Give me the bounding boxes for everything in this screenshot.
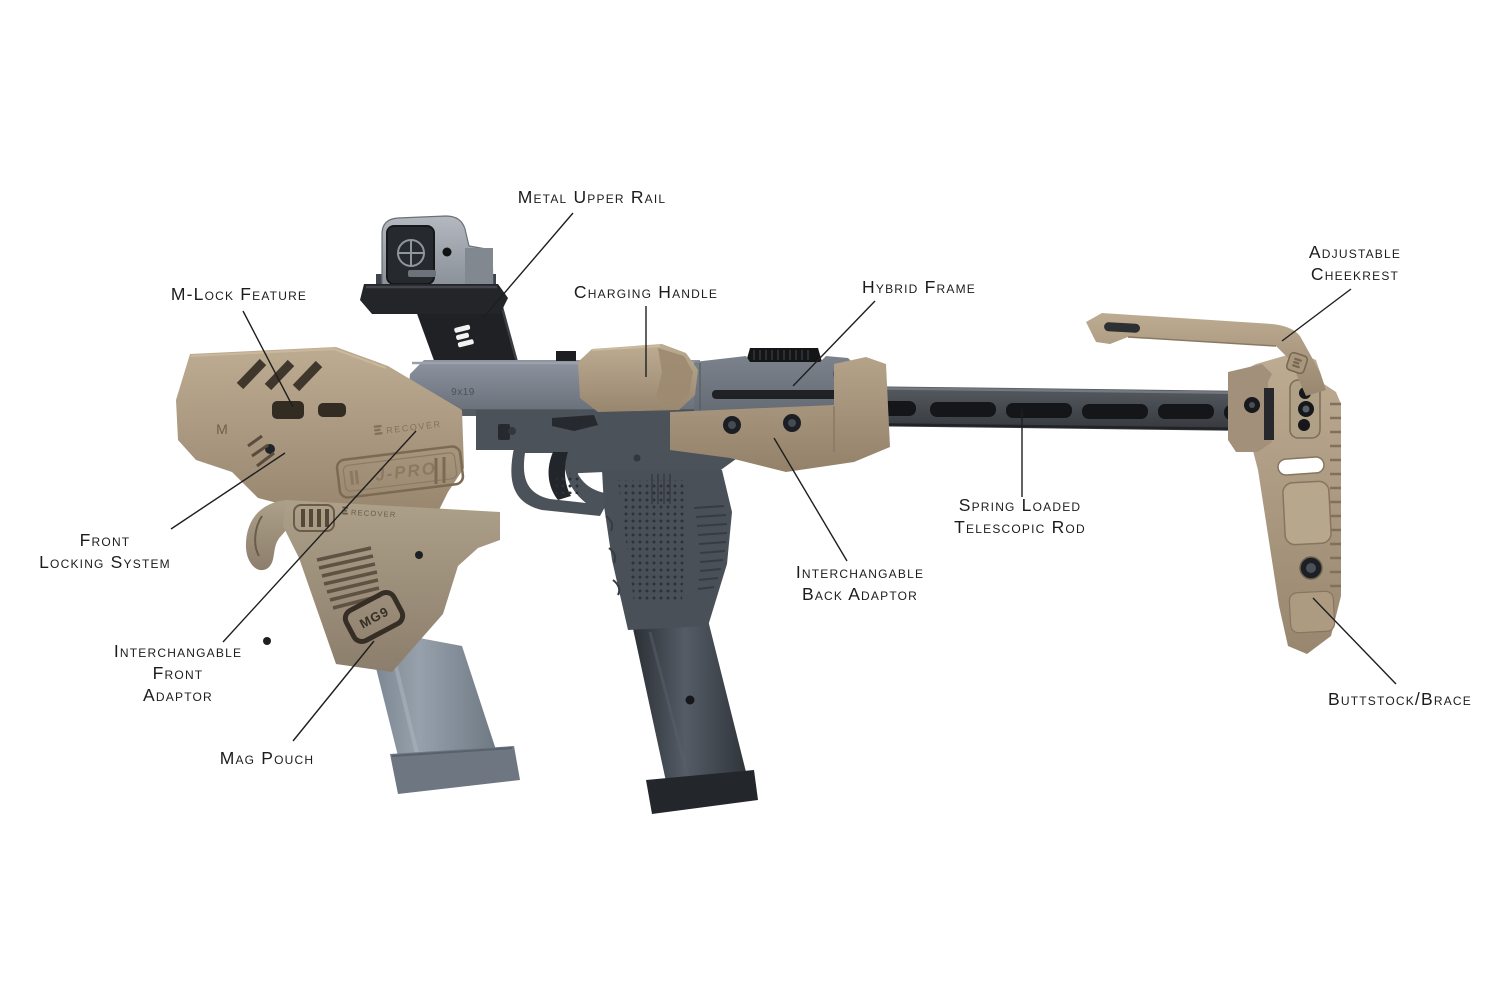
chassis-vents — [236, 358, 323, 392]
label-line: Metal Upper Rail — [517, 187, 667, 207]
buttstock — [1086, 313, 1341, 654]
label-line: Hybrid Frame — [862, 277, 976, 297]
grip-stippling — [618, 480, 688, 602]
label-line: M-Lock Feature — [170, 284, 308, 304]
metal-upper-rail-part — [360, 284, 508, 314]
label-line: Spring Loaded — [958, 495, 1082, 515]
leader-m-lock-feature — [242, 310, 294, 408]
svg-text:RECOVER: RECOVER — [351, 508, 397, 519]
label-metal-upper-rail: Metal Upper Rail — [518, 186, 667, 208]
sight-screw — [442, 247, 452, 257]
cheekrest-logo-icon — [1285, 351, 1309, 375]
label-spring-loaded-telescopic-rod: Spring Loaded Telescopic Rod — [954, 494, 1086, 538]
chassis-model-badge: J-PRO — [335, 445, 465, 499]
recover-logo-icon — [454, 324, 474, 348]
buttpad-serrations — [1330, 402, 1341, 588]
label-line: Front — [152, 663, 204, 683]
label-line: Telescopic Rod — [954, 517, 1086, 537]
front-lock-ribs — [247, 434, 275, 468]
leader-buttstock-brace — [1312, 597, 1397, 685]
adaptor-screw — [723, 416, 741, 434]
stock-screw — [1299, 556, 1323, 580]
pistol-magazine — [632, 620, 758, 814]
rear-sight — [556, 351, 576, 361]
leader-mag-pouch — [292, 640, 375, 742]
label-line: Charging Handle — [573, 282, 719, 302]
pouch-mag-baseplate — [390, 746, 520, 794]
magazine-baseplate — [646, 770, 758, 814]
mlok-slot — [272, 401, 304, 419]
label-line: Cheekrest — [1310, 264, 1400, 284]
label-buttstock-brace: Buttstock/Brace — [1328, 688, 1472, 710]
slide-stop-lever — [552, 415, 598, 431]
rod-clamp — [1228, 364, 1274, 452]
label-interchangable-back-adaptor: Interchangable Back Adaptor — [796, 561, 924, 605]
label-line: Adjustable — [1308, 242, 1402, 262]
leader-metal-upper-rail — [482, 212, 574, 319]
pouch-magazine — [366, 628, 520, 794]
charging-handle-part — [578, 344, 698, 412]
label-line: Mag Pouch — [219, 748, 315, 768]
label-line: Adaptor — [143, 685, 213, 705]
foregrip-mag-pouch: RECOVER MG9 — [245, 500, 500, 672]
label-mag-pouch: Mag Pouch — [220, 747, 315, 769]
foregrip-ribs — [316, 546, 381, 610]
leader-adjustable-cheekrest — [1281, 288, 1352, 342]
mlok-slot — [318, 403, 346, 417]
riser-rail — [412, 299, 520, 367]
leader-interchangable-back-adaptor — [773, 437, 848, 562]
cheekrest-slot — [1104, 322, 1141, 333]
stock-panel — [1282, 480, 1332, 546]
cheekrest — [1086, 313, 1326, 396]
label-line: Back Adaptor — [801, 584, 919, 604]
stock-through-slot — [1277, 456, 1325, 476]
label-interchangable-front-adaptor: Interchangable Front Adaptor — [114, 640, 242, 706]
leader-front-locking-system — [170, 452, 286, 530]
takedown-lever — [498, 424, 510, 440]
red-dot-sight — [376, 215, 496, 291]
pistol-grip — [602, 454, 732, 630]
thumb-ribs — [301, 509, 329, 527]
telescopic-rod — [851, 386, 1255, 431]
label-m-lock-feature: M-Lock Feature — [171, 283, 307, 305]
label-front-locking-system: Front Locking System — [39, 529, 171, 573]
label-adjustable-cheekrest: Adjustable Cheekrest — [1309, 241, 1401, 285]
label-line: Front — [79, 530, 131, 550]
stock-lower-panel — [1288, 590, 1336, 634]
mlok-mark: M — [216, 421, 228, 437]
label-line: Interchangable — [113, 641, 243, 661]
chassis: M RECOVER J-PRO — [176, 347, 465, 514]
label-charging-handle: Charging Handle — [574, 281, 718, 303]
label-hybrid-frame: Hybrid Frame — [862, 276, 976, 298]
label-line: Buttstock/Brace — [1328, 689, 1472, 709]
leader-interchangable-front-adaptor — [222, 430, 417, 643]
leader-hybrid-frame — [792, 300, 876, 387]
back-adaptor-part — [670, 357, 890, 472]
label-line: Locking System — [39, 552, 171, 572]
adaptor-screw — [783, 414, 801, 432]
label-line: Interchangable — [795, 562, 925, 582]
slide-caliber-marking: 9x19 — [451, 387, 475, 398]
